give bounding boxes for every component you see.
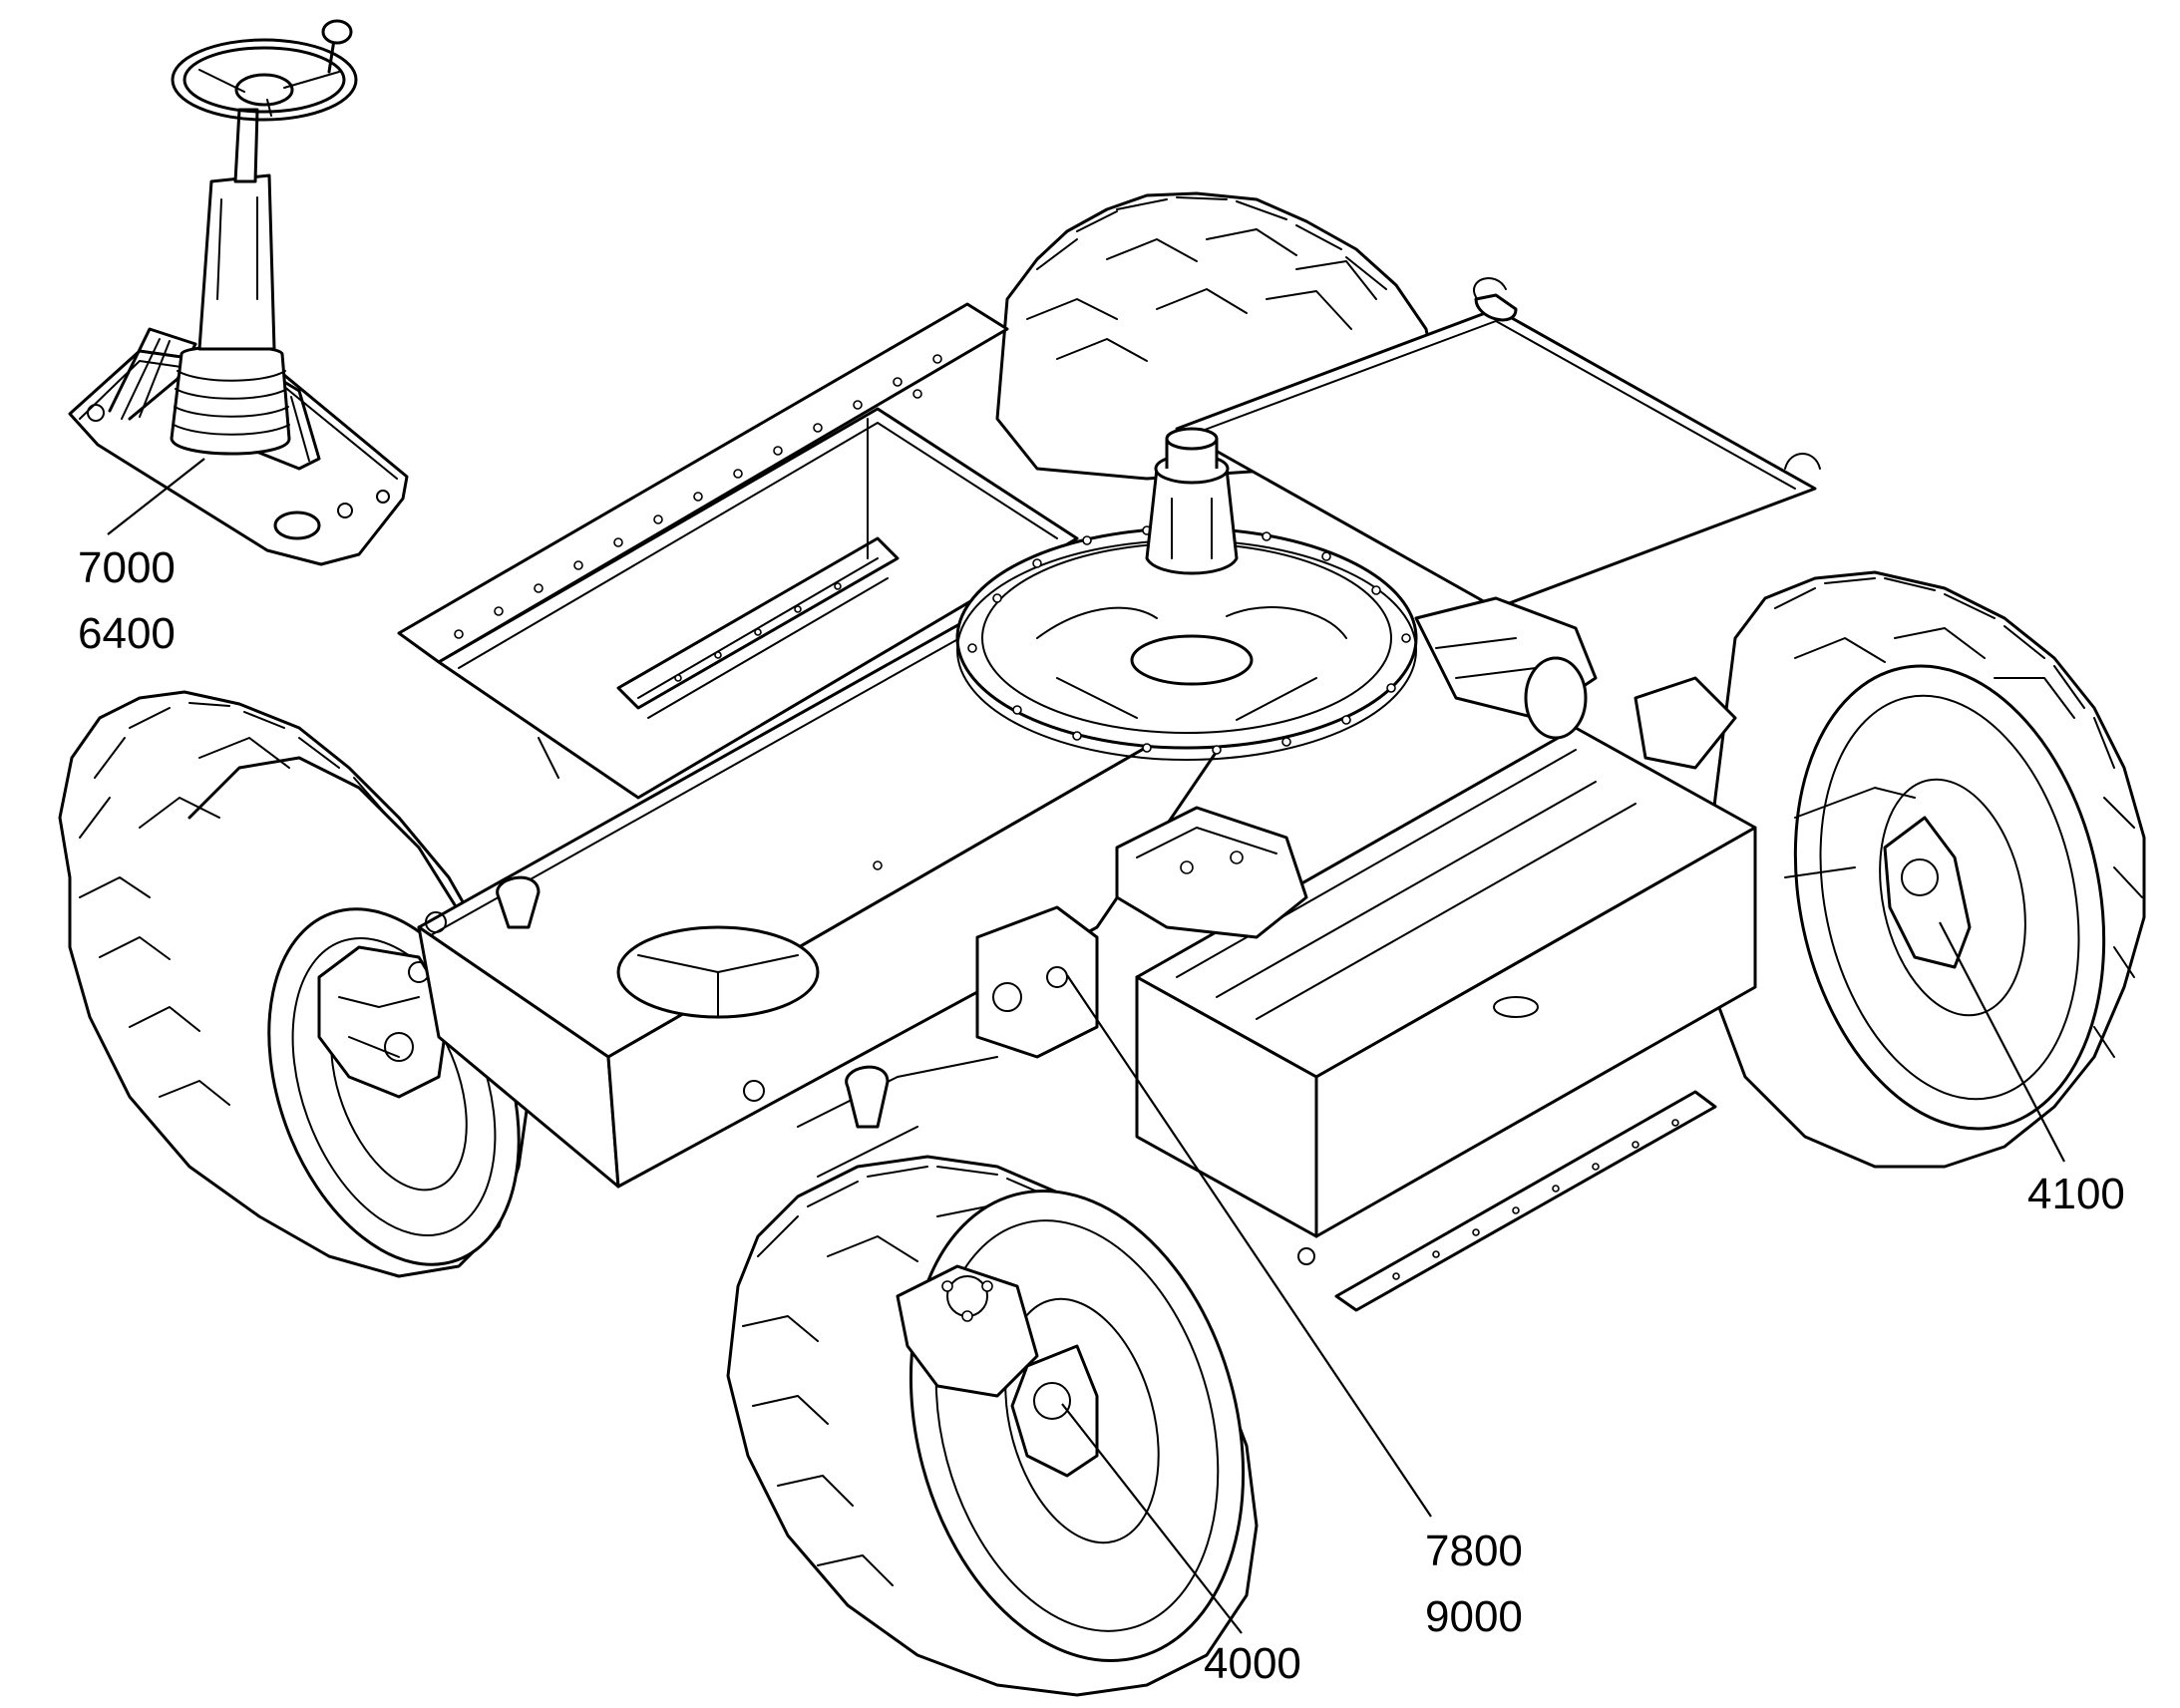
leader-lines <box>107 458 2065 1634</box>
leader-7800 <box>1066 974 1432 1518</box>
perforation-holes-tray <box>674 582 842 682</box>
front-right-twin-wheel <box>726 1155 1259 1697</box>
leader-4100 <box>1939 921 2065 1163</box>
callout-4100: 4100 <box>2027 1170 2125 1218</box>
slewing-ring-bolts <box>967 523 1411 755</box>
steering-column-assembly <box>68 19 409 566</box>
perforation-holes-bottom-step <box>1392 1119 1679 1280</box>
leader-4000 <box>1061 1403 1243 1634</box>
callout-6400: 6400 <box>78 609 176 658</box>
chassis-frame <box>397 277 1821 1312</box>
rear-right-twin-wheel <box>1703 570 2146 1169</box>
callout-7000: 7000 <box>78 543 176 592</box>
leader-7000 <box>107 458 205 535</box>
callout-4000: 4000 <box>1204 1639 1301 1688</box>
callout-9000: 9000 <box>1425 1592 1523 1641</box>
callout-7800: 7800 <box>1425 1527 1523 1575</box>
